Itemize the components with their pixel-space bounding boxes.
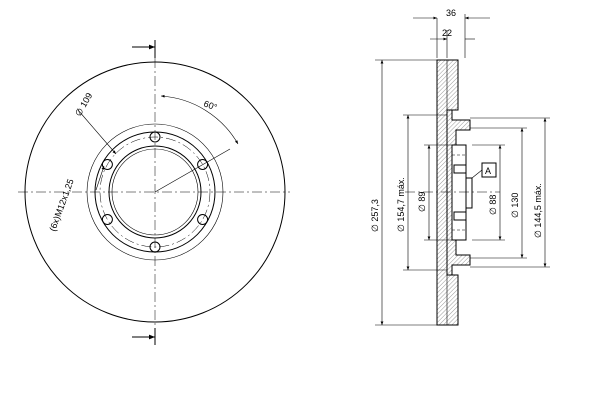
bolt-hole — [197, 159, 209, 170]
angle-label: 60° — [202, 98, 219, 112]
section-marker-top — [132, 40, 156, 58]
inner-width-label: 22 — [442, 28, 452, 38]
bolt-stud-bottom — [453, 211, 467, 221]
datum-label: A — [485, 166, 491, 176]
diameter-154-label: ∅ 154,7 máx. — [396, 177, 406, 232]
diameter-88-label: ∅ 88 — [488, 195, 498, 215]
bolt-hole — [101, 159, 113, 170]
diameter-130-label: ∅ 130 — [510, 193, 520, 218]
angle-dimension: 60° — [154, 94, 239, 193]
datum-face — [465, 177, 473, 209]
diameter-88-dimension: ∅ 88 — [472, 144, 505, 241]
bolt-hole — [197, 214, 209, 225]
datum-callout: A — [471, 162, 497, 179]
total-width-label: 36 — [446, 8, 456, 18]
bolt-stud-top — [453, 164, 467, 174]
bolt-pitch-circle — [99, 136, 211, 248]
front-view: 60° ∅ 109 (6x)M12x1,25 — [18, 40, 290, 345]
hat-section — [446, 109, 471, 276]
diameter-130-dimension: ∅ 130 — [470, 127, 527, 259]
diameter-144-dimension: ∅ 144,5 máx. — [470, 117, 550, 268]
hub-flange — [451, 144, 467, 241]
bolt-hole — [149, 241, 161, 253]
diameter-154-dimension: ∅ 154,7 máx. — [396, 114, 447, 271]
diameter-144-label: ∅ 144,5 máx. — [533, 183, 543, 238]
pcd-dimension: ∅ 109 — [73, 91, 117, 155]
center-bore-circle — [108, 145, 202, 239]
pcd-label: ∅ 109 — [73, 91, 94, 118]
width-dimensions: 36 22 — [413, 8, 490, 58]
hat-outer-circle — [86, 123, 224, 261]
diameter-89-dimension: ∅ 89 — [417, 144, 452, 241]
bolt-holes — [101, 131, 209, 253]
side-view: A 36 22 ∅ 257,3 ∅ 1 — [370, 8, 550, 326]
disc-outer-circle — [24, 61, 286, 323]
bolt-hole — [101, 214, 113, 225]
center-bore-inner-circle — [111, 148, 199, 236]
section-marker-bottom — [132, 328, 156, 345]
outer-diameter-dimension: ∅ 257,3 — [370, 59, 437, 326]
diameter-89-label: ∅ 89 — [417, 192, 427, 212]
thread-label: (6x)M12x1,25 — [47, 178, 75, 233]
outer-diameter-label: ∅ 257,3 — [370, 199, 380, 232]
bolt-hole — [149, 131, 161, 143]
